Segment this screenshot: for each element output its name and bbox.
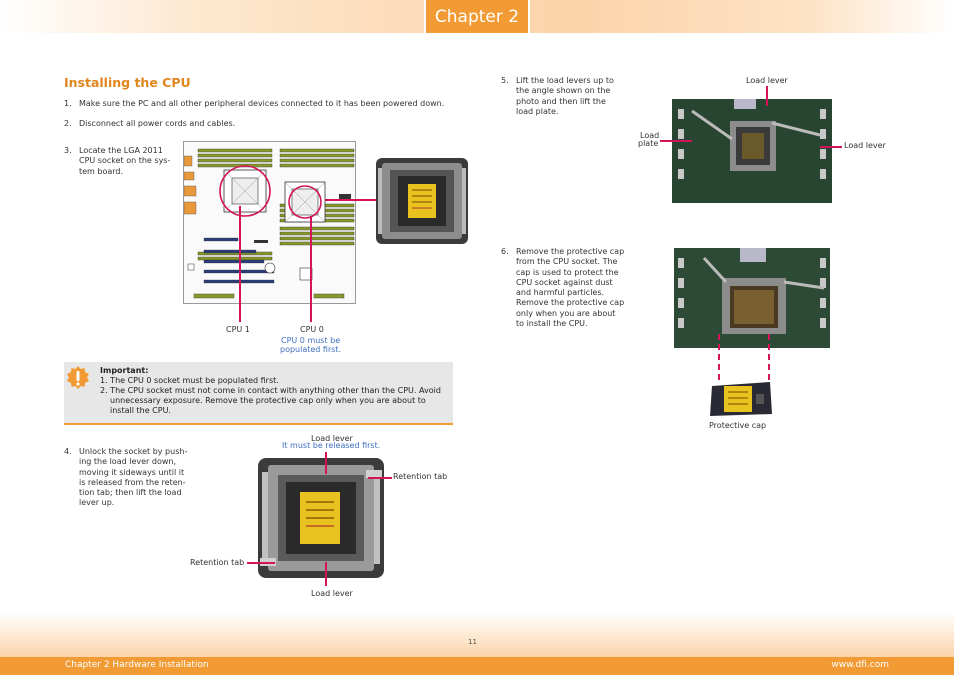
step4-left-tab-line	[247, 562, 275, 564]
step4-retention-tab-right-label: Retention tab	[393, 472, 448, 481]
important-item-2-line3: install the CPU.	[110, 406, 171, 415]
important-heading: Important:	[100, 366, 149, 375]
step-1-number: 1.	[64, 99, 72, 108]
step-3-number: 3.	[64, 146, 72, 155]
step-5-text: Lift the load levers up to the angle sho…	[516, 76, 614, 116]
step5-right-lever-line	[820, 146, 842, 148]
step4-retention-tab-left-label: Retention tab	[190, 558, 245, 567]
important-item-2-line2: unnecessary exposure. Remove the protect…	[110, 396, 426, 405]
step6-dashed-line-right	[768, 334, 770, 382]
step5-load-plate-label-2: plate	[638, 139, 659, 148]
motherboard-diagram	[183, 141, 356, 304]
protective-cap-label: Protective cap	[709, 421, 767, 430]
step4-right-tab-line	[368, 477, 392, 479]
step5-load-plate-label-1: Load	[640, 131, 660, 140]
cpu0-note-line1: CPU 0 must be	[281, 336, 341, 345]
step4-load-lever-bottom-label: Load lever	[311, 589, 353, 598]
step5-top-lever-line	[766, 86, 768, 106]
step6-dashed-line-left	[718, 334, 720, 382]
footer-band	[0, 612, 954, 657]
page-number: 11	[468, 638, 477, 646]
step4-top-lever-line	[325, 452, 327, 474]
important-item-2-line1: 2. The CPU socket must not come in conta…	[100, 386, 441, 395]
section-title: Installing the CPU	[64, 75, 191, 90]
step-2-number: 2.	[64, 119, 72, 128]
protective-cap-photo	[708, 380, 774, 418]
footer-bar: Chapter 2 Hardware Installation www.dfi.…	[0, 657, 954, 675]
step-4-number: 4.	[64, 447, 72, 456]
step-6-text: Remove the protective cap from the CPU s…	[516, 247, 625, 329]
step5-load-lever-right-label: Load lever	[844, 141, 886, 150]
step-5-number: 5.	[501, 76, 509, 85]
exclamation-badge-icon	[67, 366, 89, 392]
step4-socket-photo	[258, 458, 384, 578]
step5-plate-line	[660, 140, 692, 142]
footer-chapter-title: Chapter 2 Hardware Installation	[65, 660, 209, 670]
socket-callout-line	[325, 199, 377, 201]
cpu1-label: CPU 1	[226, 325, 250, 334]
step5-socket-photo	[672, 99, 832, 203]
cpu0-callout-line	[310, 216, 312, 322]
step-1-text: Make sure the PC and all other periphera…	[79, 99, 445, 108]
footer-website-link[interactable]: www.dfi.com	[831, 660, 889, 670]
step-2-text: Disconnect all power cords and cables.	[79, 119, 236, 128]
step-6-number: 6.	[501, 247, 509, 256]
cpu0-label: CPU 0	[300, 325, 324, 334]
cpu1-callout-line	[239, 206, 241, 322]
important-note-box: Important: 1. The CPU 0 socket must be p…	[64, 362, 453, 425]
important-item-1: 1. The CPU 0 socket must be populated fi…	[100, 376, 279, 385]
socket-closeup-photo	[376, 158, 468, 244]
step4-release-note: It must be released first.	[282, 441, 381, 450]
step5-load-lever-top-label: Load lever	[746, 76, 788, 85]
step-3-text: Locate the LGA 2011 CPU socket on the sy…	[79, 146, 171, 176]
step6-socket-photo	[674, 248, 830, 348]
cpu0-note-line2: populated first.	[280, 345, 342, 354]
step4-load-lever-top-label: Load lever	[311, 434, 353, 443]
step-4-text: Unlock the socket by push- ing the load …	[79, 447, 188, 508]
chapter-tab: Chapter 2	[424, 0, 530, 33]
step4-bottom-lever-line	[325, 562, 327, 586]
